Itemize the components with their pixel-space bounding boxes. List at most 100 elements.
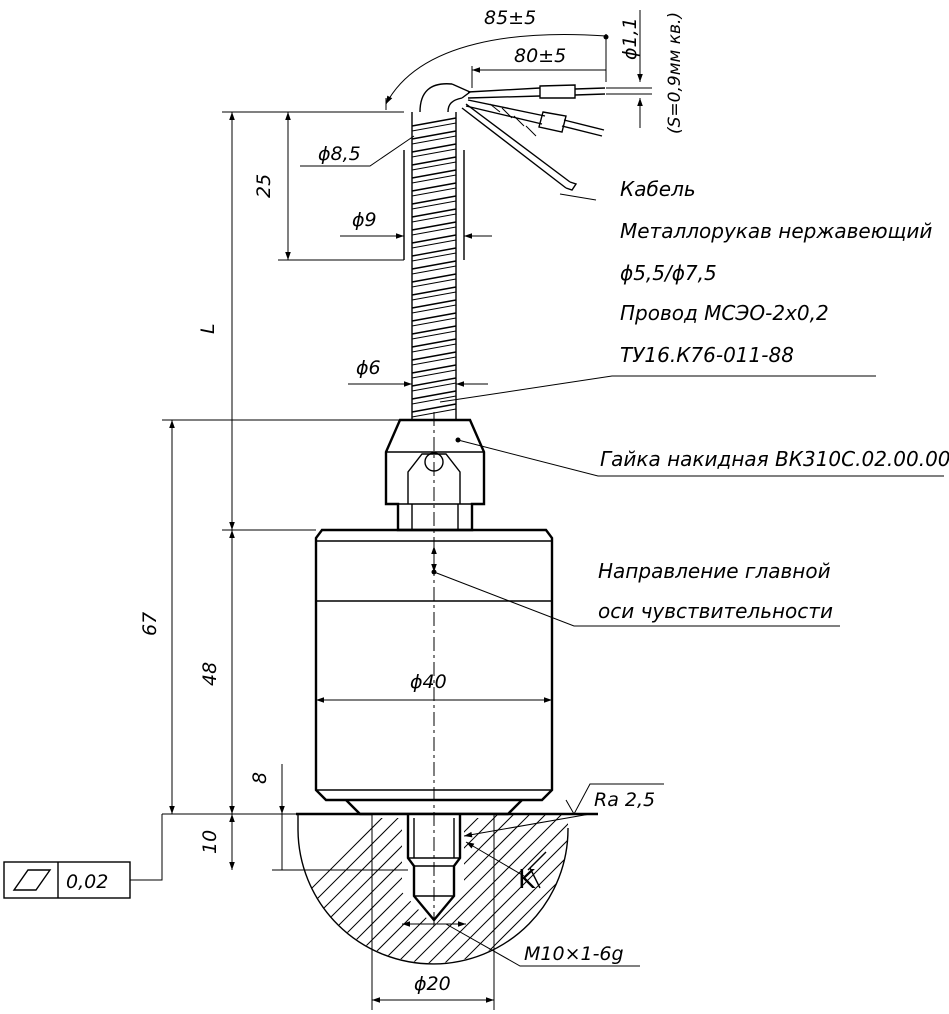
hose-coil <box>411 156 457 166</box>
hatch-line <box>503 814 568 963</box>
hose-coil <box>411 325 457 335</box>
hose-coil <box>411 208 457 218</box>
hatch-line <box>298 814 423 963</box>
hose-coil-edge <box>411 187 457 197</box>
hatch-line <box>423 814 568 963</box>
axis-note: Направление главной оси чувствительности <box>598 559 833 623</box>
hose-coil-edge <box>411 304 457 314</box>
dim-80: 80±5 <box>514 45 566 67</box>
hatch-line <box>519 814 568 963</box>
cable-note-line-4: Провод МСЭО-2х0,2 <box>620 301 829 325</box>
hose-coil-edge <box>411 161 457 171</box>
hose-coil-edge <box>411 317 457 327</box>
hose-coil-edge <box>411 252 457 262</box>
hose-coil <box>411 195 457 205</box>
hatch-line <box>551 814 568 963</box>
hatch-line <box>375 814 567 963</box>
dim-wire-section: (S=0,9мм кв.) <box>665 12 685 134</box>
mounting-seat <box>296 810 902 1000</box>
seat-hatching <box>298 810 902 1000</box>
union-nut <box>384 418 486 532</box>
hose-coil <box>411 234 457 244</box>
hatch-line <box>311 814 503 963</box>
wires <box>461 84 606 191</box>
hatch-line <box>567 814 568 963</box>
cable-note-line-2: Металлорукав нержавеющий <box>620 219 932 243</box>
hose-coil-edge <box>411 226 457 236</box>
hatch-line <box>584 810 774 1000</box>
hose-coil-edge <box>411 395 457 405</box>
hose-coil <box>411 390 457 400</box>
dim-dia-40: ϕ40 <box>410 671 447 693</box>
hatch-line <box>298 814 391 963</box>
hatch-line <box>298 814 407 963</box>
dim-dia-20: ϕ20 <box>414 973 451 995</box>
hose-coil <box>411 247 457 257</box>
hatch-line <box>632 810 822 1000</box>
hose-coil-edge <box>411 135 457 145</box>
dim-48: 48 <box>199 662 221 686</box>
hose-coil-edge <box>411 239 457 249</box>
hose-coil-edge <box>411 291 457 301</box>
metal-hose <box>403 83 472 420</box>
hatch-line <box>712 810 902 1000</box>
hose-coil <box>411 286 457 296</box>
hose-coil-edge <box>411 122 457 132</box>
hatch-line <box>664 810 854 1000</box>
hose-coil-edge <box>411 278 457 288</box>
hatch-line <box>439 814 568 963</box>
cable-note-line-3: ϕ5,5/ϕ7,5 <box>620 261 717 285</box>
axis-note-line-1: Направление главной <box>598 559 831 583</box>
dim-L: L <box>197 323 219 334</box>
cable-note-line-1: Кабель <box>620 177 696 201</box>
flatness-icon <box>12 869 52 891</box>
hatch-line <box>407 814 568 963</box>
dimension-texts: 85±5 80±5 ϕ1,1 (S=0,9мм кв.) ϕ8,5 25 ϕ9 … <box>139 7 685 995</box>
hatch-line <box>696 810 886 1000</box>
hatch-line <box>616 810 806 1000</box>
thread-stud <box>406 814 462 922</box>
dim-dia-wire: ϕ1,1 <box>619 17 641 60</box>
cable-note-line-5: ТУ16.К76-011-88 <box>620 343 794 367</box>
cable-note: Кабель Металлорукав нержавеющий ϕ5,5/ϕ7,… <box>620 177 932 367</box>
hatch-line <box>680 810 870 1000</box>
hose-coil <box>411 182 457 192</box>
hose-coil <box>411 338 457 348</box>
hose-coil-edge <box>411 148 457 158</box>
tolerance-value: 0,02 <box>66 871 108 893</box>
hose-coil-edge <box>411 369 457 379</box>
hatch-line <box>648 810 838 1000</box>
axis-note-line-2: оси чувствительности <box>598 599 833 623</box>
hose-coil-edge <box>411 408 457 418</box>
hose-coil <box>411 130 457 140</box>
view-letter: K <box>518 865 536 895</box>
hose-coil-edge <box>411 356 457 366</box>
roughness-value: Ra 2,5 <box>594 789 655 811</box>
hose-coil-edge <box>411 343 457 353</box>
hose-coil <box>411 364 457 374</box>
hose-coil <box>411 117 457 127</box>
flatness-tolerance-frame: 0,02 <box>3 861 131 899</box>
hatch-line <box>535 814 568 963</box>
hose-coil <box>411 221 457 231</box>
dim-thread: M10×1-6g <box>524 943 624 965</box>
nut-note: Гайка накидная ВК310С.02.00.002 <box>600 447 949 471</box>
dim-8: 8 <box>249 772 271 784</box>
dim-25: 25 <box>253 174 275 198</box>
dim-85: 85±5 <box>484 7 536 29</box>
hose-coil <box>411 260 457 270</box>
hose-coil <box>411 351 457 361</box>
hose-coil <box>411 403 457 413</box>
hose-coil-edge <box>411 200 457 210</box>
hose-coil <box>411 273 457 283</box>
hose-coil-edge <box>411 330 457 340</box>
hose-coil <box>411 377 457 387</box>
hatch-line <box>359 814 551 963</box>
hose-coil-edge <box>411 265 457 275</box>
dim-dia-9: ϕ9 <box>352 209 377 231</box>
hose-coil-edge <box>411 382 457 392</box>
hose-coil <box>411 143 457 153</box>
hose-coil-edge <box>411 174 457 184</box>
hatch-line <box>600 810 790 1000</box>
